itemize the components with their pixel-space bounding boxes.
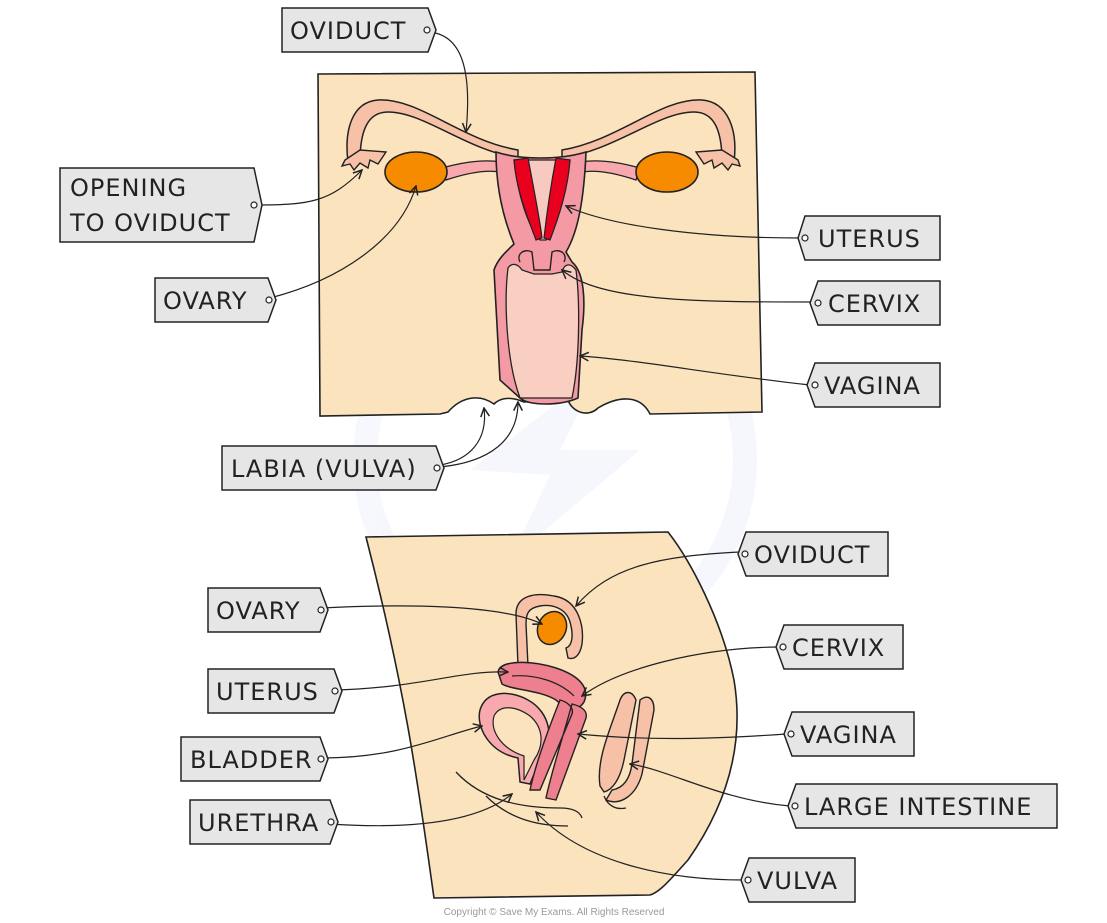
uterus-label: UTERUS xyxy=(818,225,921,253)
side-vulva-fold-2 xyxy=(485,795,569,827)
leader-oviduct xyxy=(427,31,468,132)
label-uterus-side: UTERUS xyxy=(207,668,343,714)
urethra-label: URETHRA xyxy=(198,809,319,837)
label-ovary-top: OVARY xyxy=(154,277,277,323)
front-view xyxy=(317,71,763,417)
side-ovary-label: OVARY xyxy=(216,597,301,625)
side-large-intestine xyxy=(598,691,655,803)
left-uterine-lining xyxy=(513,157,543,241)
side-vagina-label: VAGINA xyxy=(800,721,897,749)
side-uterus-cavity xyxy=(511,675,575,697)
large-intestine-label: LARGE INTESTINE xyxy=(804,793,1032,821)
label-bladder: BLADDER xyxy=(180,736,329,782)
side-uterus-label: UTERUS xyxy=(216,678,319,706)
label-opening-to-oviduct: OPENING TO OVIDUCT xyxy=(59,167,263,243)
right-ovary xyxy=(635,151,699,193)
leader-side-large-intestine xyxy=(630,764,791,807)
label-vagina-top: VAGINA xyxy=(806,362,941,408)
vagina-label: VAGINA xyxy=(824,372,921,400)
side-leaders xyxy=(321,551,791,881)
side-view xyxy=(364,531,738,899)
leader-side-vagina xyxy=(578,734,787,739)
side-uterus xyxy=(497,661,587,710)
label-oviduct-top: OVIDUCT xyxy=(281,7,437,53)
label-ovary-side: OVARY xyxy=(207,587,329,633)
label-urethra: URETHRA xyxy=(189,799,339,845)
side-cervix-label: CERVIX xyxy=(792,634,885,662)
leader-side-ovary xyxy=(321,605,542,624)
label-vagina-side: VAGINA xyxy=(783,711,915,757)
leader-uterus xyxy=(566,206,801,239)
label-large-intestine: LARGE INTESTINE xyxy=(787,783,1058,829)
labia-label: LABIA (VULVA) xyxy=(231,455,417,483)
side-vagina xyxy=(529,699,587,801)
leader-side-oviduct xyxy=(576,551,741,606)
oviduct-label: OVIDUCT xyxy=(290,17,406,45)
side-oviduct-label: OVIDUCT xyxy=(754,541,870,569)
leader-side-cervix xyxy=(582,646,779,696)
bladder-label: BLADDER xyxy=(190,746,313,774)
right-fimbriae xyxy=(694,149,742,172)
side-vulva-fold-1 xyxy=(455,771,583,819)
side-oviduct xyxy=(515,593,584,667)
ovary-label: OVARY xyxy=(163,287,248,315)
label-oviduct-side: OVIDUCT xyxy=(737,531,889,577)
leader-side-urethra xyxy=(329,794,512,827)
vaginal-canal xyxy=(505,263,580,399)
label-vulva-side: VULVA xyxy=(740,857,856,903)
opening-label-line1: OPENING xyxy=(70,174,187,202)
right-uterine-lining xyxy=(543,157,571,241)
vulva-label: VULVA xyxy=(757,867,838,895)
side-body-panel xyxy=(364,531,738,899)
cervix xyxy=(518,250,566,271)
label-labia: LABIA (VULVA) xyxy=(221,445,445,491)
leader-side-uterus xyxy=(333,672,508,691)
side-bladder-inner xyxy=(492,707,542,781)
left-fimbriae xyxy=(340,149,388,172)
leader-labia-1 xyxy=(439,408,485,466)
leader-side-bladder xyxy=(321,726,482,759)
label-cervix-side: CERVIX xyxy=(775,624,904,670)
front-leaders xyxy=(255,31,819,468)
cervix-label: CERVIX xyxy=(828,290,921,318)
leader-cervix xyxy=(562,270,819,303)
label-uterus-top: UTERUS xyxy=(797,215,941,261)
side-intestine-tail xyxy=(603,795,627,810)
leader-ovary xyxy=(269,186,416,299)
leader-labia-2 xyxy=(439,402,518,468)
copyright-notice: Copyright © Save My Exams. All Rights Re… xyxy=(444,907,665,918)
leader-vagina xyxy=(580,356,811,386)
leader-side-vulva xyxy=(536,812,745,881)
leader-opening xyxy=(255,170,362,206)
opening-label-line2: TO OVIDUCT xyxy=(69,209,231,237)
label-cervix-top: CERVIX xyxy=(809,280,941,326)
